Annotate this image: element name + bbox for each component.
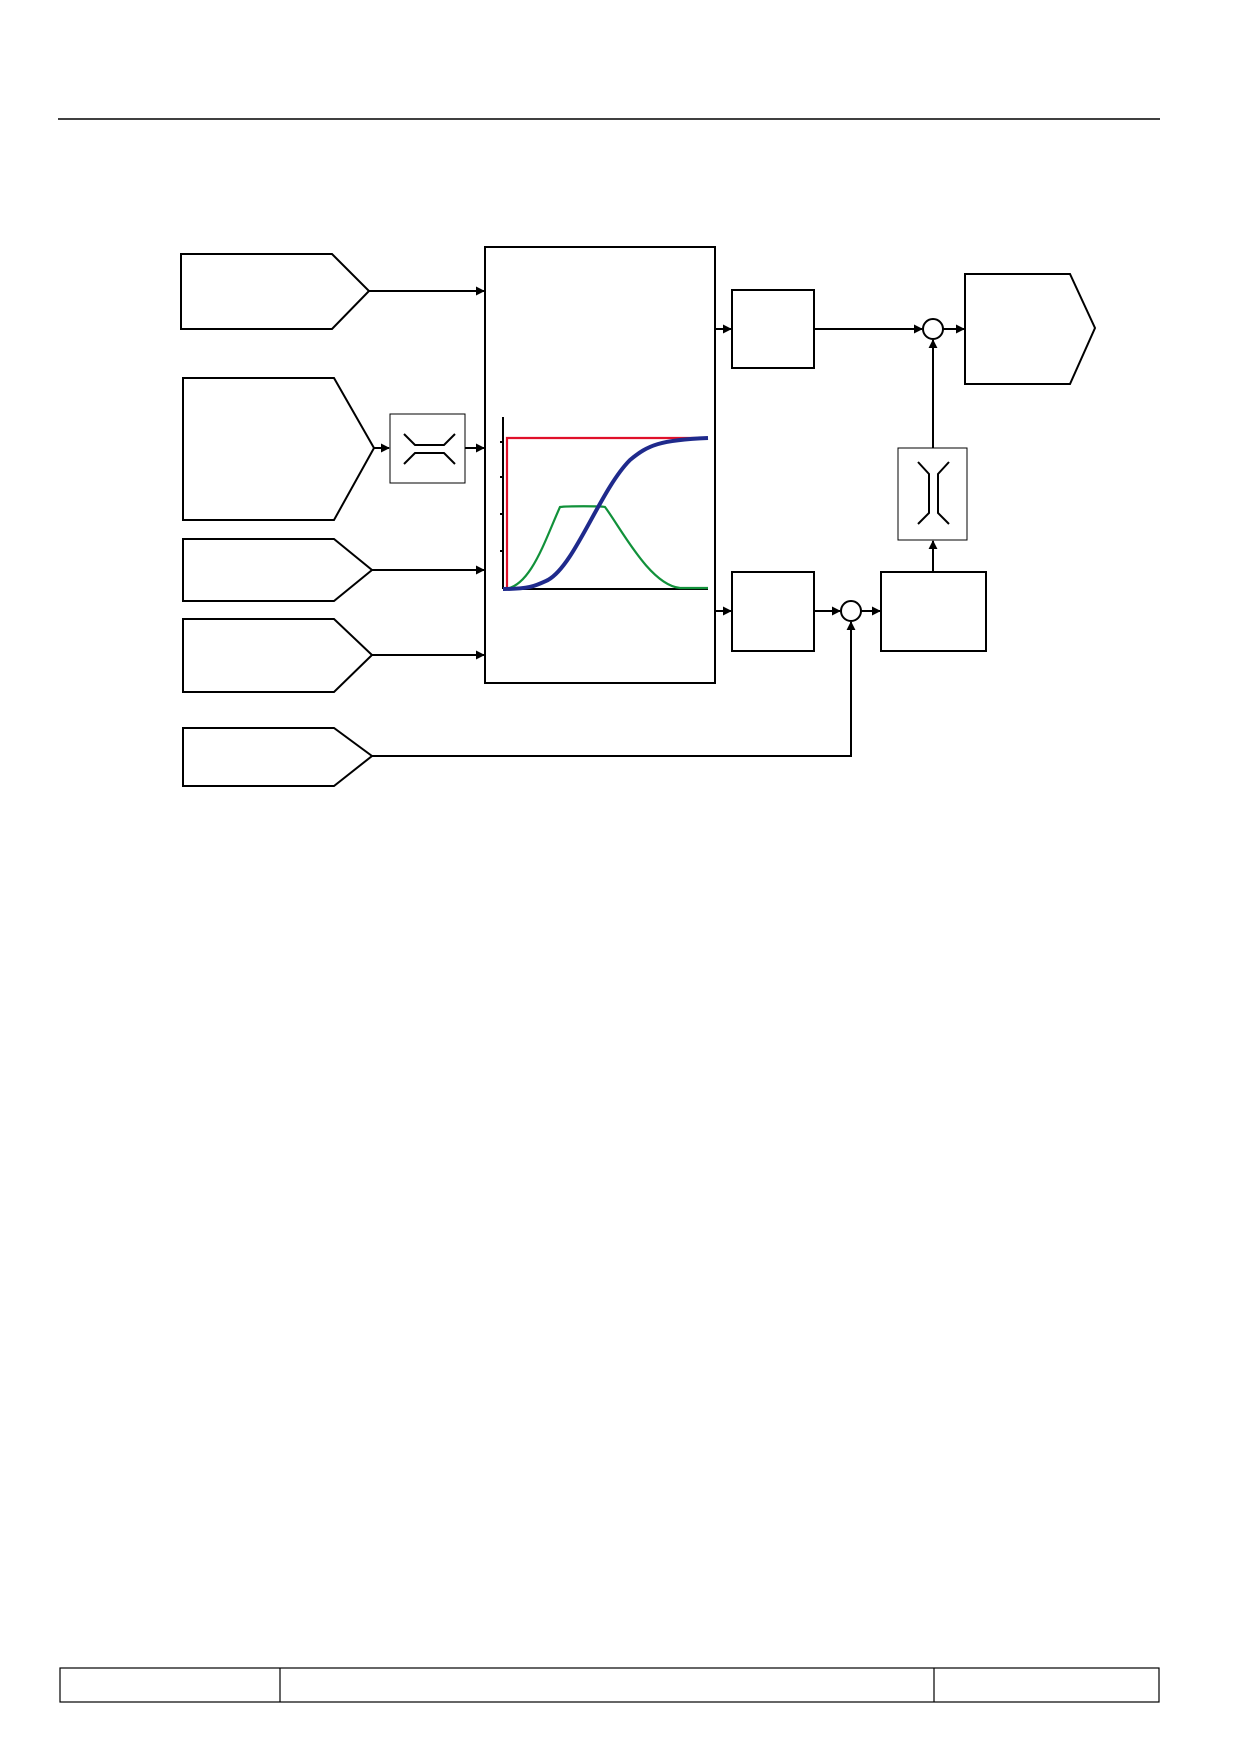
- vertical-limiter-icon: [917, 461, 950, 525]
- upper-gain-block: [731, 289, 815, 369]
- input-block-5: [182, 727, 374, 787]
- input-block-4: [182, 618, 374, 693]
- input-block-1: [180, 253, 371, 330]
- connector-input5-feedforward: [372, 621, 856, 757]
- profile-generator-block: [484, 246, 716, 684]
- horizontal-limiter-block: [389, 413, 466, 484]
- input-block-3: [182, 538, 374, 602]
- position-curve: [502, 436, 709, 591]
- input-block-2: [182, 377, 376, 521]
- upper-summing-junction: [922, 318, 944, 340]
- velocity-curve: [502, 505, 708, 591]
- footer-table: [59, 1667, 1160, 1703]
- controller-block: [880, 571, 987, 652]
- lower-summing-junction: [840, 600, 862, 622]
- lower-gain-block: [731, 571, 815, 652]
- horizontal-limiter-icon: [403, 433, 456, 465]
- output-block: [964, 273, 1097, 385]
- vertical-limiter-block: [897, 447, 968, 541]
